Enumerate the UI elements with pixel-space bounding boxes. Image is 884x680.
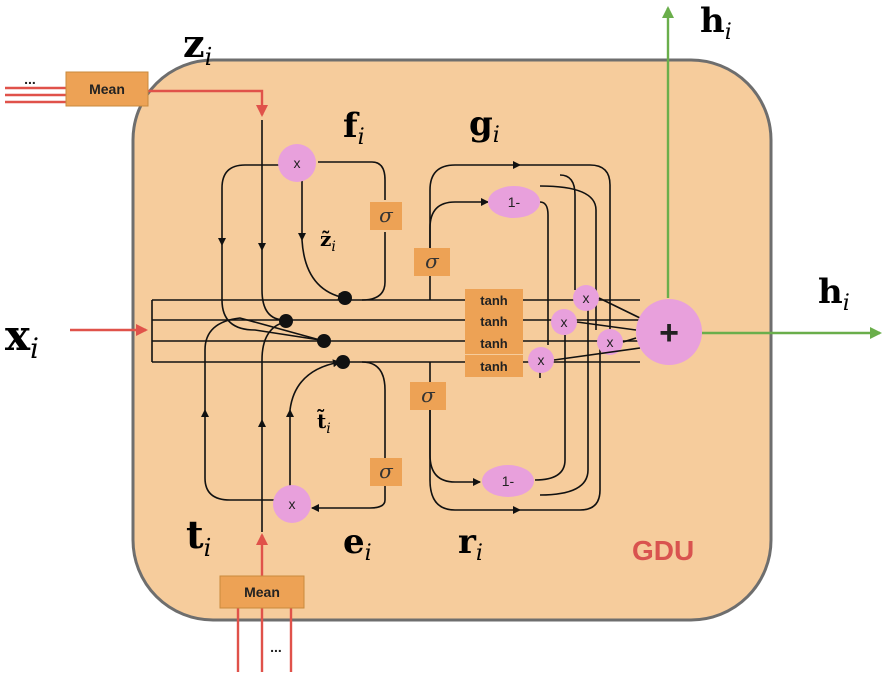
x-letter: x — [5, 311, 31, 360]
mult-small-1-label: x — [583, 290, 590, 306]
sigma-r-label: σ — [421, 383, 436, 407]
f-sub: i — [358, 125, 365, 150]
r-letter: r — [458, 522, 477, 562]
dots-top: ... — [24, 71, 36, 87]
h-right-sub: i — [843, 291, 850, 316]
tanh-1-label: tanh — [480, 293, 508, 308]
mult-small-op-2: x — [551, 309, 577, 335]
mult-bottom-label: x — [289, 496, 296, 512]
t-sub: i — [204, 534, 212, 562]
mult-small-3-label: x — [607, 334, 614, 350]
tanh-2-label: tanh — [480, 314, 508, 329]
mult-top-label: x — [294, 155, 301, 171]
x-sub: i — [30, 332, 39, 365]
sigma-g-block: σ — [414, 248, 450, 276]
mean-top-block: Mean — [65, 71, 149, 107]
g-gate-label: gi — [469, 104, 500, 148]
mult-small-op-3: x — [597, 329, 623, 355]
sigma-g-label: σ — [425, 249, 440, 273]
mult-top-op: x — [278, 144, 316, 182]
one-minus-top-label: 1- — [508, 194, 521, 210]
sigma-e-label: σ — [379, 459, 394, 483]
t-tilde-sub: i — [326, 421, 330, 437]
dots-bottom: ... — [270, 639, 282, 655]
one-minus-bottom-op: 1- — [482, 465, 534, 497]
z-tilde-letter: z̃ — [320, 227, 331, 251]
junction-dots — [279, 291, 352, 369]
gdu-unit-label: GDU — [632, 535, 694, 566]
x-input-label: xi — [5, 311, 39, 365]
mean-bottom-block: Mean — [219, 575, 305, 609]
tanh-block-2: tanh — [465, 310, 523, 332]
z-input-label: zi — [183, 21, 212, 71]
e-letter: e — [343, 522, 365, 562]
h-right-letter: h — [818, 272, 843, 312]
mult-small-op-1: x — [573, 285, 599, 311]
h-top-sub: i — [725, 20, 732, 45]
mean-top-label: Mean — [89, 81, 125, 97]
internal-wiring — [151, 120, 640, 532]
mean-bottom-label: Mean — [244, 584, 280, 600]
mult-bottom-op: x — [273, 485, 311, 523]
tanh-block-4: tanh — [465, 355, 523, 377]
mult-small-op-4: x — [528, 347, 554, 373]
sigma-r-block: σ — [410, 382, 446, 410]
r-gate-label: ri — [458, 522, 483, 566]
z-tilde-label: z̃i — [320, 227, 336, 255]
h-top-letter: h — [700, 1, 725, 41]
t-tilde-letter: t̃ — [317, 408, 327, 433]
z-tilde-sub: i — [331, 239, 335, 255]
r-sub: i — [476, 541, 483, 566]
h-right-output-label: hi — [818, 272, 850, 316]
gdu-unit-body — [131, 58, 773, 622]
z-input-lines — [5, 86, 268, 117]
tanh-3-label: tanh — [480, 336, 508, 351]
t-letter: t — [186, 512, 204, 557]
sum-label: + — [659, 314, 679, 352]
g-letter: g — [469, 104, 493, 144]
mult-small-2-label: x — [561, 314, 568, 330]
t-input-label: ti — [186, 512, 211, 562]
h-top-output-label: hi — [700, 1, 732, 45]
t-input-lines — [236, 533, 293, 672]
tanh-4-label: tanh — [480, 359, 508, 374]
sigma-f-block: σ — [370, 202, 402, 230]
f-gate-label: fi — [343, 106, 365, 150]
mult-small-4-label: x — [538, 352, 545, 368]
tanh-block-3: tanh — [465, 332, 523, 354]
z-sub: i — [205, 43, 213, 71]
one-minus-top-op: 1- — [488, 186, 540, 218]
e-sub: i — [365, 541, 372, 566]
z-letter: z — [183, 21, 205, 66]
t-tilde-label: t̃i — [317, 408, 331, 437]
tanh-block-1: tanh — [465, 289, 523, 311]
g-sub: i — [493, 123, 500, 148]
e-gate-label: ei — [343, 522, 372, 566]
sigma-e-block: σ — [370, 458, 402, 486]
sum-feed-lines — [553, 297, 641, 361]
sum-op: + — [636, 299, 702, 365]
sigma-f-label: σ — [379, 203, 394, 227]
one-minus-bottom-label: 1- — [502, 473, 515, 489]
f-letter: f — [343, 106, 360, 146]
